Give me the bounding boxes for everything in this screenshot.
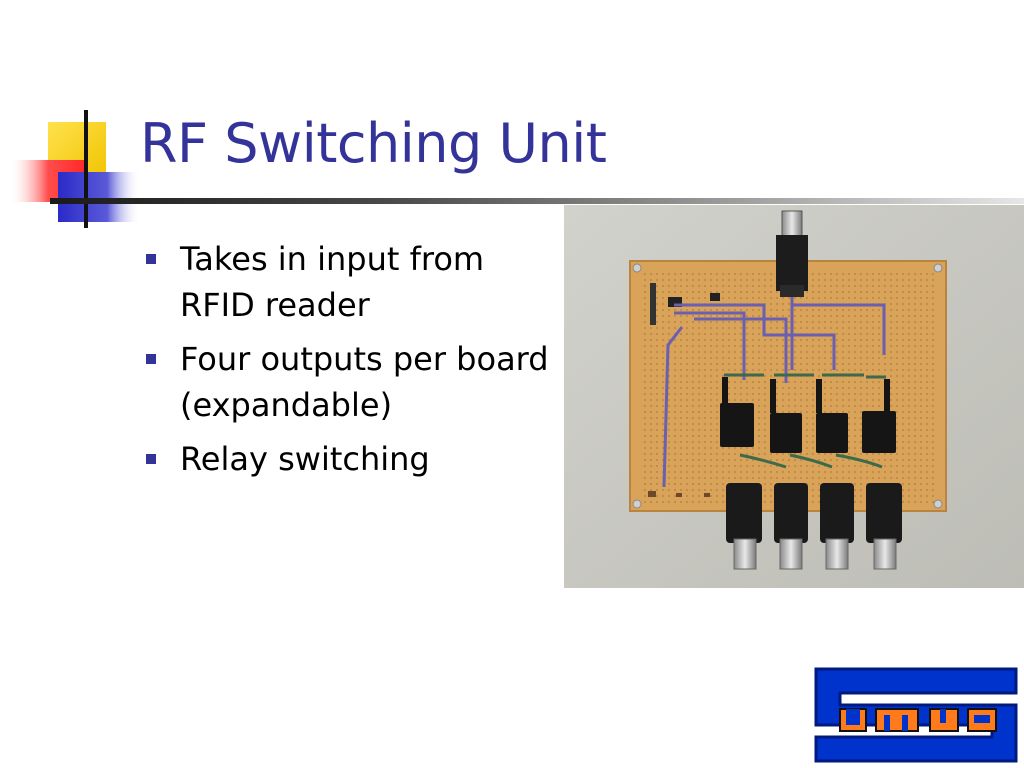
square-bullet-icon	[146, 254, 156, 264]
input-bnc-connector	[776, 210, 808, 297]
sums-logo	[814, 667, 1018, 763]
bullet-text: Four outputs per board (expandable)	[180, 340, 549, 424]
deco-blue-bar	[58, 172, 140, 222]
bullet-item: Takes in input from RFID reader	[142, 236, 552, 328]
bullet-item: Relay switching	[142, 436, 552, 482]
bullet-text: Relay switching	[180, 440, 430, 478]
square-bullet-icon	[146, 354, 156, 364]
title-underline	[50, 198, 1024, 204]
relay-modules	[720, 377, 896, 453]
corner-decoration	[12, 110, 160, 228]
square-bullet-icon	[146, 454, 156, 464]
bullet-item: Four outputs per board (expandable)	[142, 336, 552, 428]
bullet-text: Takes in input from RFID reader	[180, 240, 485, 324]
bullet-list: Takes in input from RFID reader Four out…	[142, 236, 552, 490]
output-bnc-connectors	[726, 483, 902, 570]
circuit-board-photo	[564, 205, 1024, 588]
slide-title: RF Switching Unit	[140, 112, 607, 175]
